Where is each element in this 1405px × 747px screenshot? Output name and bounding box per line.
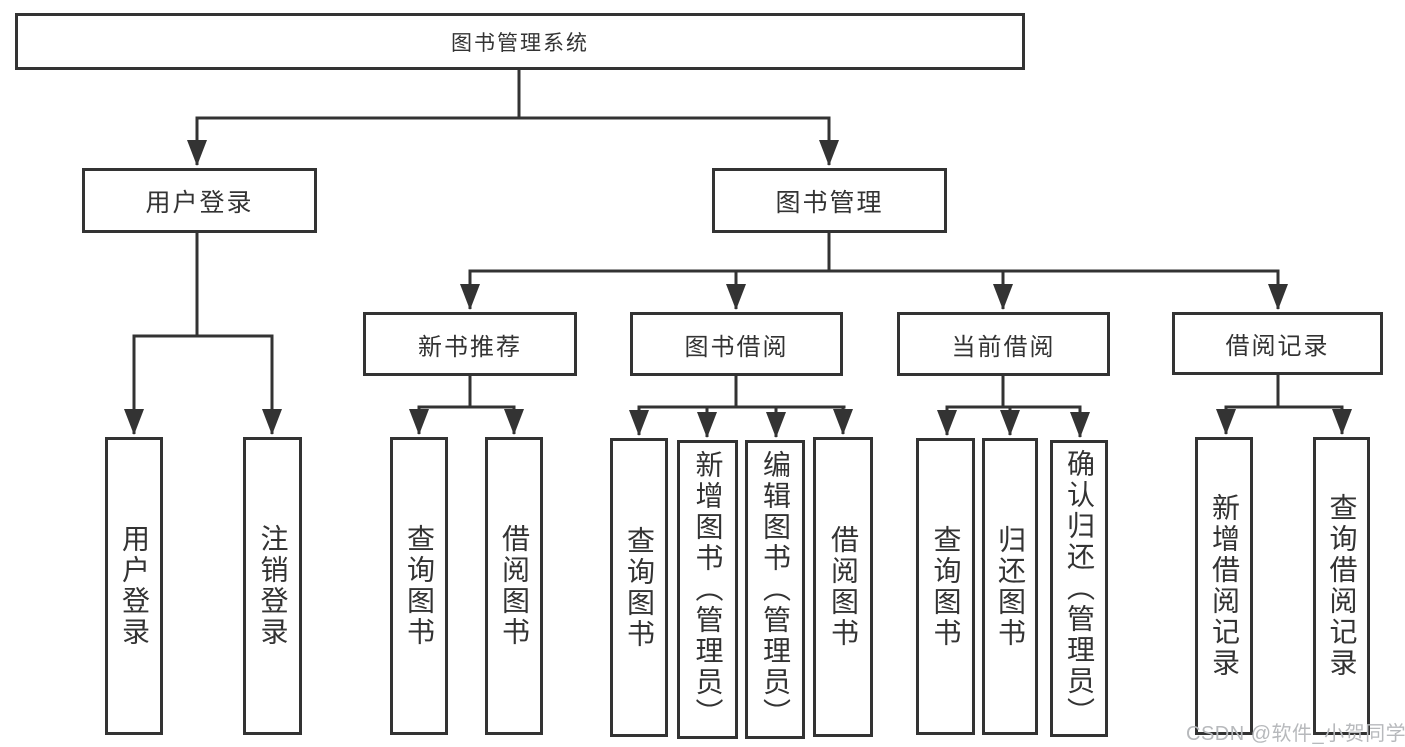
node-label: 图书借阅: [684, 333, 789, 361]
leaf-edit-book-admin: 编辑图书（管理员）: [745, 440, 805, 739]
leaf-logout-login: 注销登录: [243, 437, 302, 735]
node-label: 查询图书: [404, 524, 435, 648]
node-current-borrowing: 当前借阅: [897, 312, 1110, 376]
node-label: 新增借阅记录: [1209, 493, 1240, 679]
leaf-confirm-return-admin: 确认归还（管理员）: [1050, 440, 1108, 737]
node-label: 注销登录: [257, 524, 289, 648]
leaf-borrow-books-recommend: 借阅图书: [485, 437, 543, 735]
node-label: 新书推荐: [418, 333, 522, 361]
node-label: 图书管理系统: [451, 31, 589, 55]
node-label: 查询图书: [930, 524, 962, 649]
node-new-book-recommendation: 新书推荐: [363, 312, 577, 376]
node-label: 图书管理: [775, 188, 884, 217]
node-book-borrowing: 图书借阅: [630, 312, 843, 376]
leaf-query-books-recommend: 查询图书: [390, 437, 448, 735]
leaf-query-books-borrowing: 查询图书: [610, 438, 668, 737]
connector-book-borrowing-children: [629, 376, 853, 438]
connector-root-to-level2: [187, 70, 839, 166]
leaf-add-borrow-record: 新增借阅记录: [1195, 437, 1253, 735]
node-label: 当前借阅: [951, 333, 1056, 361]
connector-book-management-children: [460, 233, 1288, 310]
leaf-query-borrow-record: 查询借阅记录: [1313, 437, 1370, 735]
node-borrowing-records: 借阅记录: [1172, 312, 1383, 375]
node-label: 编辑图书（管理员）: [760, 450, 791, 729]
node-label: 用户登录: [145, 188, 254, 217]
csdn-watermark: CSDN @软件_小贺同学: [1186, 723, 1405, 745]
leaf-query-books-current: 查询图书: [916, 438, 975, 735]
node-label: 确认归还（管理员）: [1064, 449, 1095, 728]
leaf-borrow-books-borrowing: 借阅图书: [813, 437, 873, 737]
connector-current-borrowing-children: [937, 376, 1090, 438]
node-book-management: 图书管理: [712, 168, 947, 233]
node-label: 归还图书: [995, 524, 1026, 649]
node-label: 用户登录: [119, 524, 150, 648]
node-label: 借阅记录: [1225, 333, 1330, 360]
node-label: 借阅图书: [828, 525, 859, 649]
connector-user-login-children: [124, 233, 282, 435]
node-label: 新增图书（管理员）: [692, 450, 724, 729]
connector-borrowing-records-children: [1216, 375, 1352, 435]
leaf-user-login: 用户登录: [105, 437, 163, 735]
node-root-library-management-system: 图书管理系统: [15, 13, 1025, 70]
node-label: 借阅图书: [499, 524, 530, 648]
connector-new-book-recommendation-children: [409, 376, 524, 435]
leaf-return-books: 归还图书: [982, 438, 1038, 735]
leaf-add-book-admin: 新增图书（管理员）: [677, 440, 738, 739]
node-user-login: 用户登录: [82, 168, 317, 233]
node-label: 查询借阅记录: [1326, 493, 1358, 679]
node-label: 查询图书: [624, 525, 655, 650]
